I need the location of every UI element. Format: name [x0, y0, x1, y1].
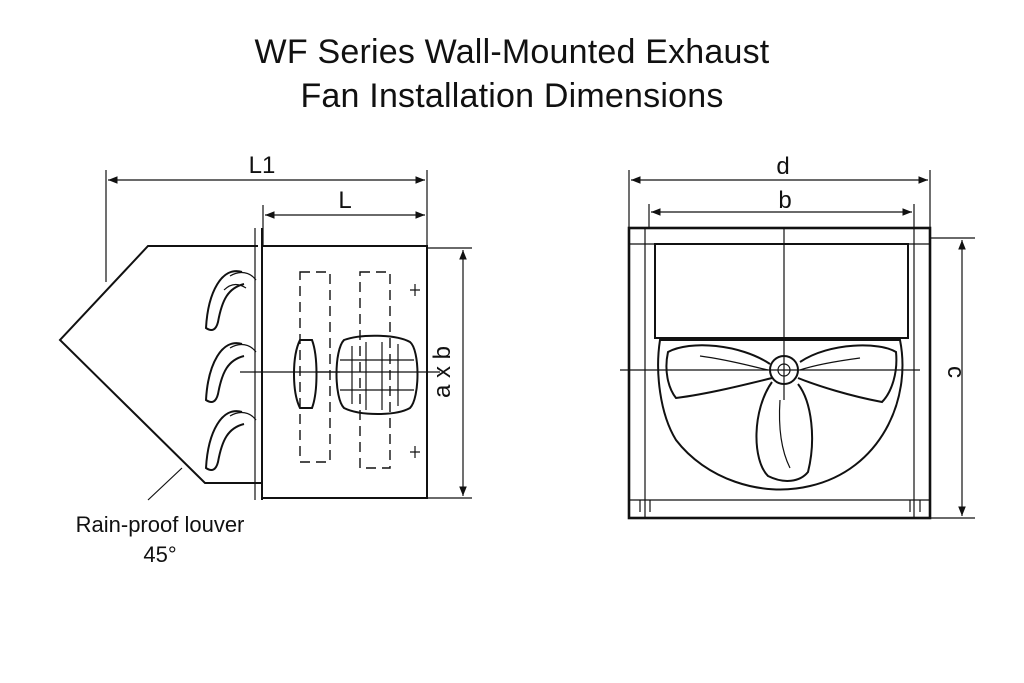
- dimension-c: c: [930, 237, 975, 519]
- fan-impeller: [620, 338, 920, 491]
- fan-housing-side: [240, 245, 440, 499]
- diagram-title: WF Series Wall-Mounted Exhaust Fan Insta…: [0, 30, 1024, 118]
- dimension-l1: L1: [105, 152, 428, 282]
- dim-label-b: b: [778, 187, 791, 214]
- dim-label-c: c: [942, 366, 969, 378]
- fan-frame-front: [627, 226, 932, 520]
- front-view: d b: [620, 153, 975, 520]
- louver-label: Rain-proof louver: [76, 512, 245, 537]
- rain-proof-louver: Rain-proof louver 45°: [58, 228, 263, 567]
- dimension-b: b: [648, 187, 915, 228]
- title-line-1: WF Series Wall-Mounted Exhaust: [254, 33, 770, 71]
- dim-label-l1: L1: [249, 152, 276, 179]
- dimension-d: d: [628, 153, 931, 228]
- dimension-axb: a x b: [427, 247, 472, 499]
- louver-angle: 45°: [143, 542, 176, 567]
- dim-label-axb: a x b: [429, 346, 456, 398]
- dimension-l: L: [262, 187, 425, 246]
- dim-label-d: d: [776, 153, 789, 180]
- dim-label-l: L: [338, 187, 351, 214]
- title-line-2: Fan Installation Dimensions: [300, 77, 724, 115]
- side-view: L1 L Rain-proof louver 45°: [58, 152, 472, 567]
